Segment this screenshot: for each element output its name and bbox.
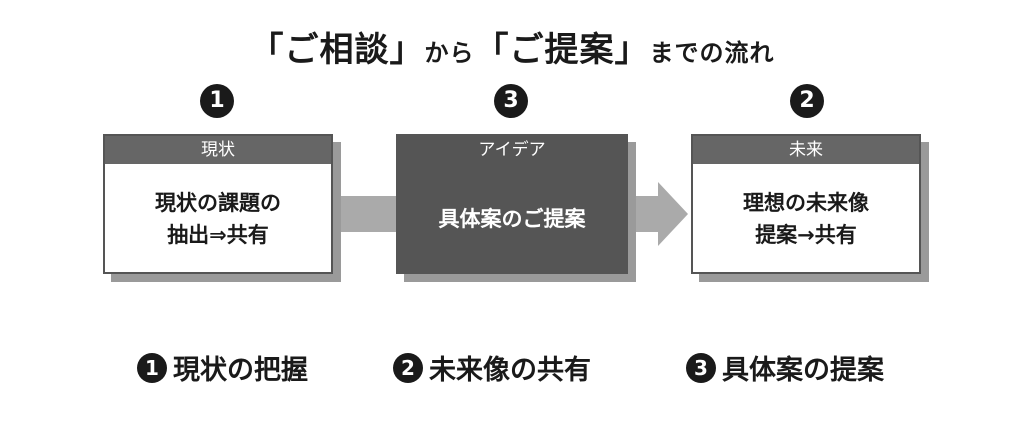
box-text-future-line1: 理想の未来像 [743,191,869,215]
legend-number-2: 2 [393,352,423,383]
box-text-current-line1: 現状の課題の [155,191,281,215]
box-future: 未来 理想の未来像 提案→共有 [691,134,921,274]
step-number-2: 2 [790,84,824,118]
box-header-future: 未来 [693,136,919,164]
box-body-future: 理想の未来像 提案→共有 [693,164,919,274]
title-part-proposal: 「ご提案」 [474,30,650,70]
title-part-consult: 「ご相談」 [249,30,425,70]
legend-number-3: 3 [686,352,716,383]
box-header-current: 現状 [105,136,331,164]
step-number-3: 3 [494,84,528,118]
legend-label-1: 現状の把握 [173,355,308,386]
legend-label-3: 具体案の提案 [722,355,884,386]
box-body-idea: 具体案のご提案 [398,164,626,274]
box-text-future-line2: 提案→共有 [755,223,857,247]
legend-number-1: 1 [137,352,167,383]
box-header-idea: アイデア [398,136,626,164]
flow-arrow-head-icon [658,182,688,246]
box-body-current: 現状の課題の 抽出⇒共有 [105,164,331,274]
box-text-current-line2: 抽出⇒共有 [167,223,269,247]
box-text-idea-line1: 具体案のご提案 [438,207,586,231]
diagram-title: 「ご相談」から「ご提案」までの流れ [0,22,1024,71]
title-part-from: から [424,39,475,67]
legend-label-2: 未来像の共有 [429,355,591,386]
legend-item-3: 3 具体案の提案 [686,348,884,387]
title-part-flow: までの流れ [649,39,775,67]
box-current-state: 現状 現状の課題の 抽出⇒共有 [103,134,333,274]
legend-item-2: 2 未来像の共有 [393,348,591,387]
step-number-1: 1 [200,84,234,118]
box-idea: アイデア 具体案のご提案 [396,134,628,274]
legend-item-1: 1 現状の把握 [137,348,308,387]
